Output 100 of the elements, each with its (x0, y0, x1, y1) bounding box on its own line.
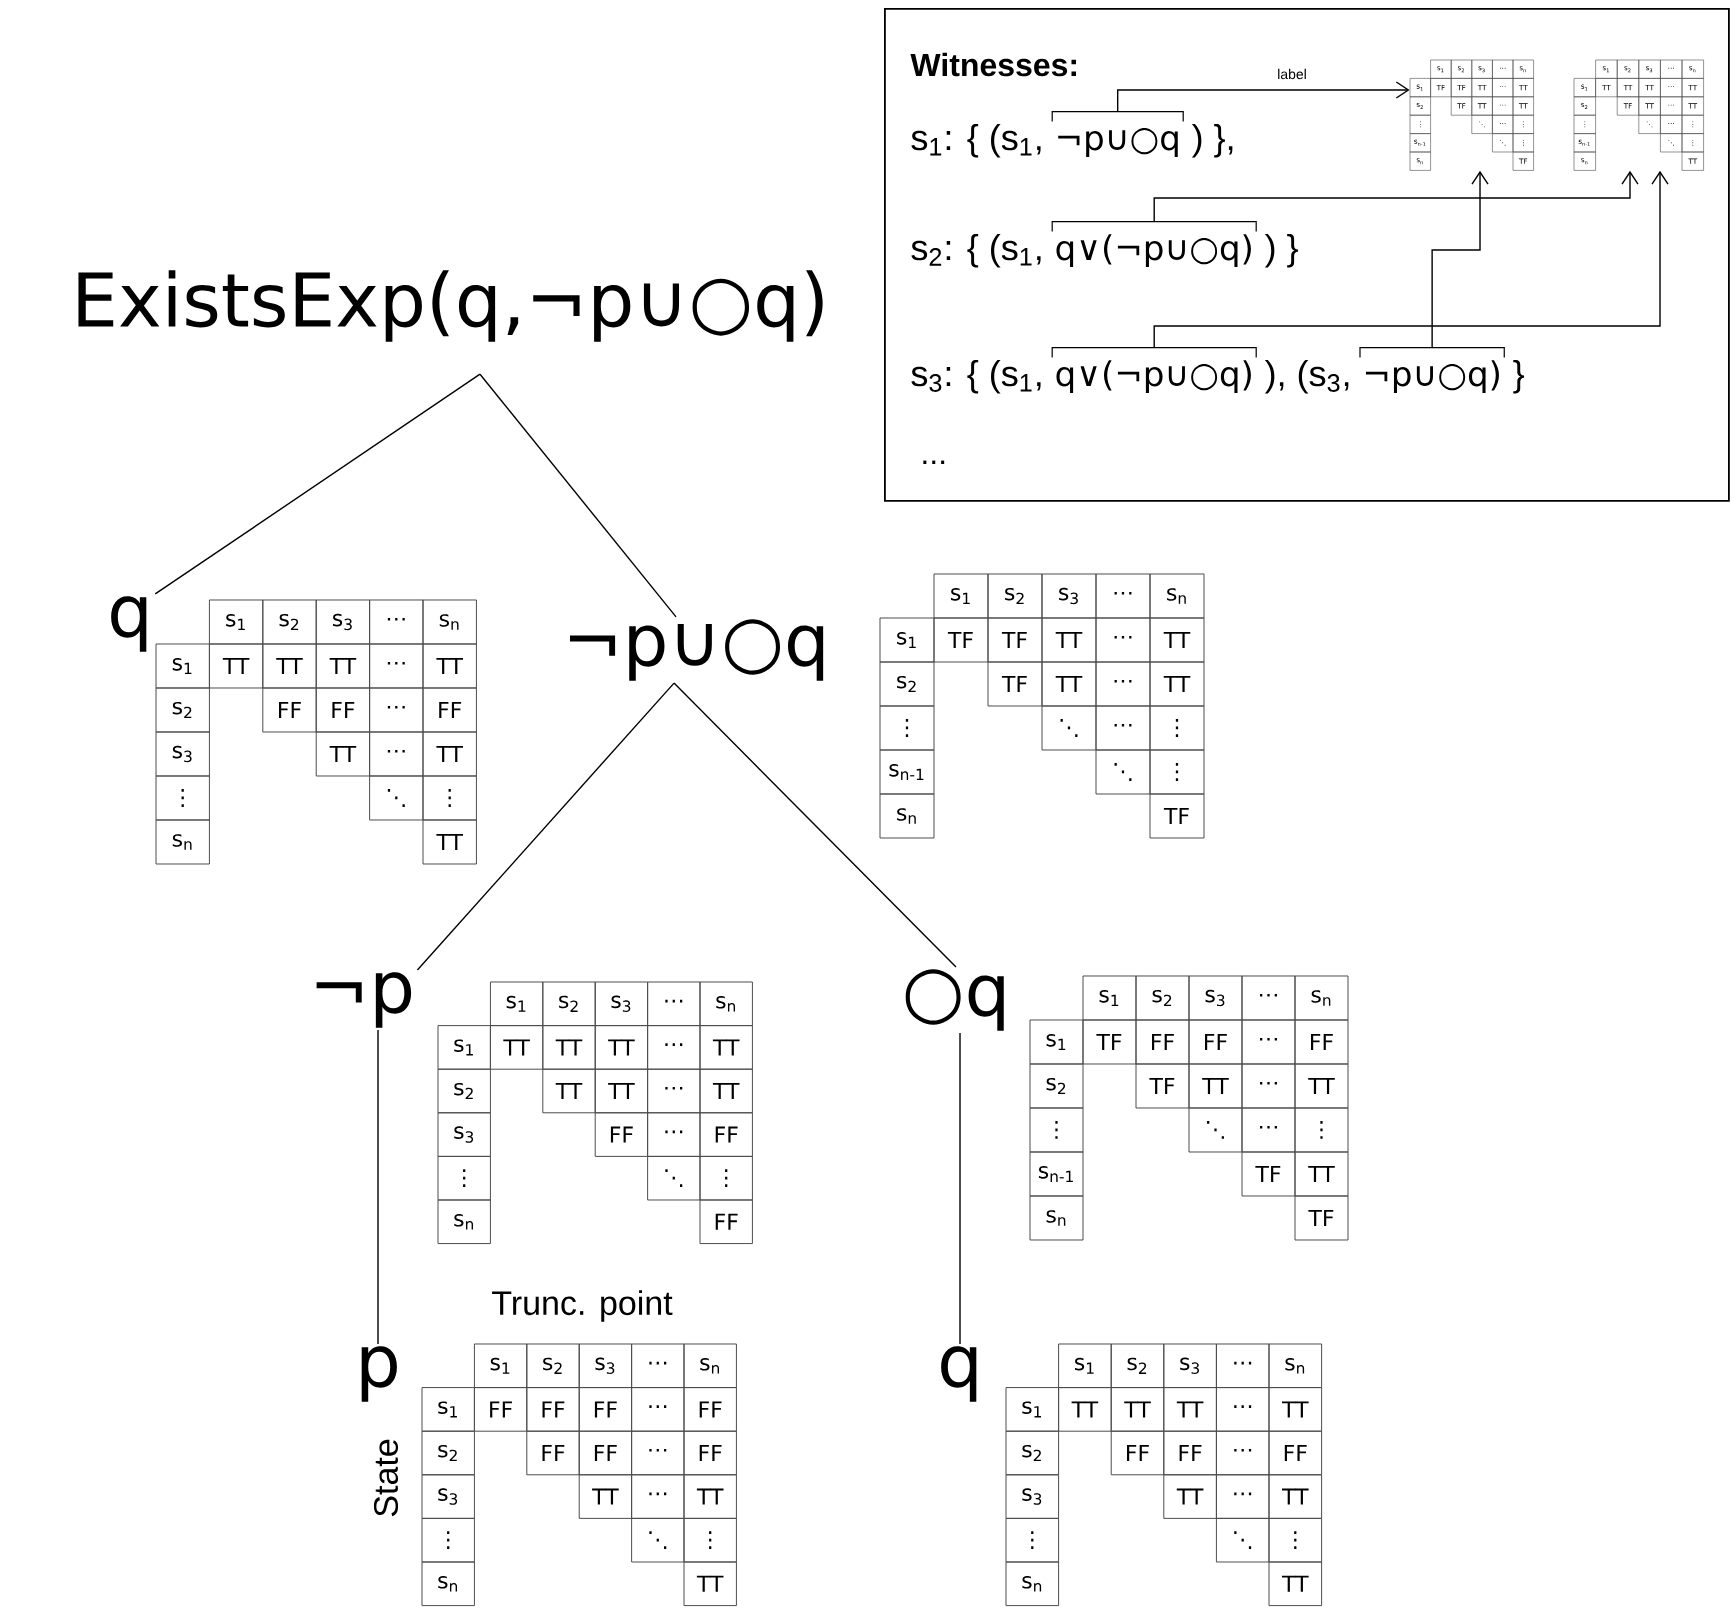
column-header: s$_{1}$ (473, 1343, 528, 1389)
table-cell: ⋱ (1041, 705, 1097, 751)
row-header: s$_{2}$ (879, 661, 935, 707)
witness-text: ), (s$_{3}$, (1264, 359, 1349, 394)
column-header: s$_{2}$ (1110, 1343, 1165, 1389)
table-cell: TT (422, 643, 477, 689)
table-cell: TT (1058, 1387, 1112, 1432)
formula-label: q∨(¬p∪○q) (1056, 360, 1251, 394)
table-cell: ⋯ (1215, 1387, 1270, 1432)
row-header: s$_{n}$ (879, 793, 935, 839)
table-cell: ⋱ (647, 1155, 701, 1201)
table-cell: FF (473, 1387, 528, 1432)
table-cell: ⋯ (369, 687, 424, 733)
table-cell: TT (315, 731, 371, 777)
row-header: s$_{2}$ (437, 1068, 491, 1114)
table-cell: TT (683, 1561, 737, 1607)
table-cell: ⋮ (683, 1517, 737, 1563)
table-cell: FF (1268, 1430, 1323, 1476)
table-cell: ⋮ (1268, 1517, 1323, 1563)
table-cell: ⋯ (647, 1068, 701, 1114)
table-cell: ⋯ (647, 1025, 701, 1070)
witness-text: } (1513, 359, 1525, 394)
table-cell: ⋮ (422, 775, 477, 821)
table-cell: FF (699, 1112, 753, 1157)
table-cell: FF (683, 1387, 737, 1432)
row-header: s$_{n}$ (437, 1199, 491, 1245)
table-cell: TT (315, 643, 371, 689)
row-header: s$_{1}$ (879, 617, 935, 663)
row-header: s$_{2}$ (421, 1430, 475, 1476)
row-header: s$_{2}$ (1005, 1430, 1060, 1476)
table-cell: ⋮ (699, 1155, 753, 1201)
column-header: s$_{3}$ (594, 981, 649, 1027)
row-header: ⋮ (437, 1155, 491, 1201)
table-cell: FF (578, 1430, 633, 1476)
column-header: s$_{n}$ (1294, 975, 1349, 1021)
table-cell: TT (683, 1474, 737, 1519)
formula-label: ¬p∪○q) (1366, 360, 1499, 394)
formula-label: q∨(¬p∪○q) (1056, 234, 1251, 268)
table-cell: TT (1110, 1387, 1165, 1432)
table-cell: ⋮ (1294, 1107, 1349, 1153)
row-header: ⋮ (1005, 1517, 1060, 1563)
row-header: s$_{3}$ (155, 731, 210, 777)
table-cell: ⋱ (1095, 749, 1151, 795)
table-cell: TF (987, 661, 1043, 707)
table-cell: FF (1135, 1019, 1190, 1065)
table-cell: TT (422, 731, 477, 777)
table-cell: ⋯ (1095, 617, 1151, 663)
ellipsis: ... (923, 460, 945, 464)
table-cell: FF (526, 1387, 580, 1432)
axis-label: Trunc. point (492, 1290, 673, 1322)
connector-line (479, 373, 677, 618)
column-header: s$_{2}$ (526, 1343, 580, 1389)
table-cell: ⋯ (631, 1430, 685, 1476)
column-header: s$_{1}$ (208, 599, 264, 645)
connector-line (416, 682, 675, 971)
table-cell: ⋯ (1241, 1019, 1296, 1065)
witness-text: ) } (1264, 233, 1298, 268)
table-cell: ⋯ (647, 1112, 701, 1157)
table-cell: ⋮ (1149, 705, 1205, 751)
arrow (1153, 170, 1639, 223)
row-header: s$_{3}$ (421, 1474, 475, 1519)
column-header: s$_{1}$ (1058, 1343, 1112, 1389)
arrow (1117, 81, 1410, 113)
row-header: s$_{n}$ (1005, 1561, 1060, 1607)
formula-label: q (941, 1346, 977, 1402)
table-cell: TT (208, 643, 264, 689)
row-header: ⋮ (879, 705, 935, 751)
row-header: s$_{3}$ (1005, 1474, 1060, 1519)
row-header: s$_{n}$ (1029, 1195, 1084, 1241)
table-cell: FF (699, 1199, 753, 1245)
table-cell: TF (987, 617, 1043, 663)
column-header: s$_{n}$ (1149, 573, 1205, 619)
row-header: ⋮ (1029, 1107, 1084, 1153)
witness-text: s$_{2}$: { (s$_{1}$, (911, 233, 1041, 268)
table-cell: FF (1188, 1019, 1243, 1065)
table-cell: ⋯ (631, 1474, 685, 1519)
connector-line (377, 1029, 379, 1345)
table-cell: TT (422, 819, 477, 865)
column-header: s$_{n}$ (699, 981, 753, 1027)
witness-text: s$_{1}$: { (s$_{1}$, (911, 123, 1041, 158)
row-header: ⋮ (421, 1517, 475, 1563)
table-cell: TT (699, 1068, 753, 1114)
table-cell: ⋱ (369, 775, 424, 821)
formula-label: ExistsExp(q,¬p∪○q) (78, 270, 823, 342)
arrow (1431, 170, 1489, 349)
witness-text: s$_{3}$: { (s$_{1}$, (911, 359, 1041, 394)
row-header: s$_{n}$ (421, 1561, 475, 1607)
row-header: s$_{1}$ (1029, 1019, 1084, 1065)
column-header: s$_{1}$ (933, 573, 989, 619)
table-cell: TT (699, 1025, 753, 1070)
row-header: s$_{2}$ (155, 687, 210, 733)
row-header: s$_{1}$ (1005, 1387, 1060, 1432)
table-cell: FF (683, 1430, 737, 1476)
table-cell: TT (1149, 661, 1205, 707)
formula-label: p (361, 1346, 397, 1402)
column-header: s$_{3}$ (315, 599, 371, 645)
row-header: s$_{2}$ (1029, 1063, 1084, 1109)
table-cell: TF (1294, 1195, 1349, 1241)
table-cell: TT (1188, 1063, 1243, 1109)
table-cell: TF (1135, 1063, 1190, 1109)
